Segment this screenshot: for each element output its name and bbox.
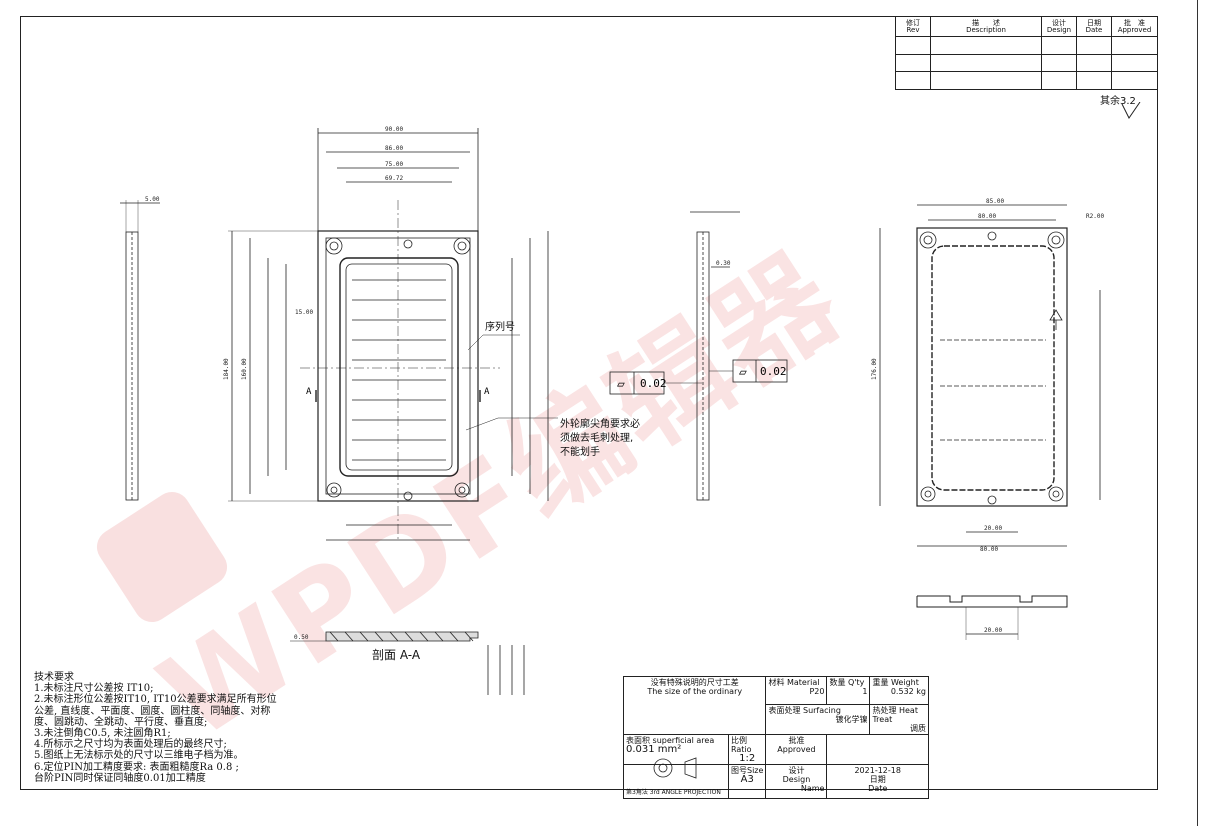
flatness-symbol-left: ▱ — [617, 377, 625, 392]
deburr-callout-note: 外轮廓尖角要求必 须做去毛刺处理, 不能划手 — [560, 419, 640, 458]
tech-requirement-item: 5.图纸上无法标示处的尺寸以三维电子档为准。 — [34, 750, 244, 762]
section-a-a-view — [290, 631, 525, 695]
design-cell: 设计 Design Name — [765, 764, 828, 799]
dim-side-top: 5.00 — [145, 196, 160, 203]
qty-cell: 数量 Q'ty 1 — [826, 676, 871, 705]
dim-bottom-width: 20.00 — [984, 627, 1002, 634]
surfacing-cell: 表面处理 Surfacing 镀化学镍 — [765, 704, 871, 735]
tech-requirement-item: 2.未标注形位公差按IT10, IT10公差要求满足所有形位 — [34, 694, 277, 706]
tech-requirement-item: 1.未标注尺寸公差按 IT10; — [34, 683, 154, 695]
ratio-cell: 比例 Ratio 1:2 — [727, 734, 767, 765]
section-marker-left: A — [306, 387, 312, 397]
technical-requirements: 技术要求 1.未标注尺寸公差按 IT10; 2.未标注形位公差按IT10, IT… — [34, 672, 324, 784]
heat-treat-cell: 热处理 Heat Treat 调质 — [869, 704, 929, 735]
section-marker-right: A — [484, 387, 490, 397]
serial-number-label: 序列号 — [485, 322, 515, 333]
dim-front-top-4: 69.72 — [385, 175, 403, 182]
material-cell: 材料 Material P20 — [765, 676, 828, 705]
tech-requirement-item: 6.定位PIN加工精度要求: 表面粗糙度Ra 0.8 ; — [34, 761, 239, 773]
tech-requirement-item: 公差, 直线度、平面度、圆度、圆柱度、同轴度、对称 — [34, 705, 271, 717]
dim-side-middle: 0.30 — [716, 260, 731, 267]
sheet-edge-line — [1197, 0, 1198, 826]
tolerance-cell: 没有特殊说明的尺寸工差 The size of the ordinary — [622, 676, 767, 735]
dim-front-left-2: 160.00 — [241, 358, 248, 380]
dim-right-left: 176.00 — [871, 358, 878, 380]
dim-right-top-2: 80.00 — [978, 213, 996, 220]
flatness-value-right: 0.02 — [760, 365, 787, 378]
dim-section: 0.50 — [294, 634, 309, 641]
left-side-view — [120, 200, 160, 501]
right-view — [879, 204, 1101, 547]
dim-front-top-1: 90.00 — [385, 126, 403, 133]
dim-front-top-2: 86.00 — [385, 145, 403, 152]
approved-cell: 批准 Approved — [765, 734, 828, 765]
tech-requirement-item: 台阶PIN同时保证同轴度0.01加工精度 — [34, 772, 206, 784]
title-block: 没有特殊说明的尺寸工差 The size of the ordinary 材料 … — [622, 676, 929, 799]
dim-right-hole: R2.00 — [1086, 213, 1104, 220]
bottom-view — [916, 595, 1068, 640]
dim-right-bottom-1: 20.00 — [984, 525, 1002, 532]
tech-requirement-item: 4.所标示之尺寸均为表面处理后的最终尺寸; — [34, 739, 227, 751]
flatness-symbol-right: ▱ — [739, 365, 747, 380]
size-cell: 图号Size A3 — [727, 764, 767, 799]
dim-front-left-1: 184.00 — [223, 358, 230, 380]
area-cell: 表面积 superficial area 0.031 mm² — [623, 734, 729, 765]
weight-cell: 重量 Weight 0.532 kg — [869, 676, 929, 705]
front-view — [228, 128, 549, 541]
dim-right-bottom-2: 80.00 — [980, 546, 998, 553]
roughness-note: 其余3.2 — [1100, 96, 1136, 107]
tech-requirement-item: 度、圆跳动、全跳动、平行度、垂直度; — [34, 716, 208, 728]
projection-cell: 第3角法 3rd ANGLE PROJECTION — [623, 764, 729, 799]
date-cell: 2021-12-18 日期 Date — [826, 764, 929, 799]
tech-requirements-title: 技术要求 — [34, 672, 74, 683]
dim-right-top-1: 85.00 — [986, 198, 1004, 205]
middle-side-view — [690, 211, 740, 501]
dim-front-top-3: 75.00 — [385, 161, 403, 168]
drawing-sheet-border — [20, 16, 1158, 790]
dim-front-side: 15.00 — [295, 309, 313, 316]
section-a-a-label: 剖面 A-A — [372, 648, 421, 662]
roughness-symbol-icon — [1121, 102, 1141, 119]
flatness-value-left: 0.02 — [640, 377, 667, 390]
tech-requirement-item: 3.未注倒角C0.5, 未注圆角R1; — [34, 728, 171, 740]
